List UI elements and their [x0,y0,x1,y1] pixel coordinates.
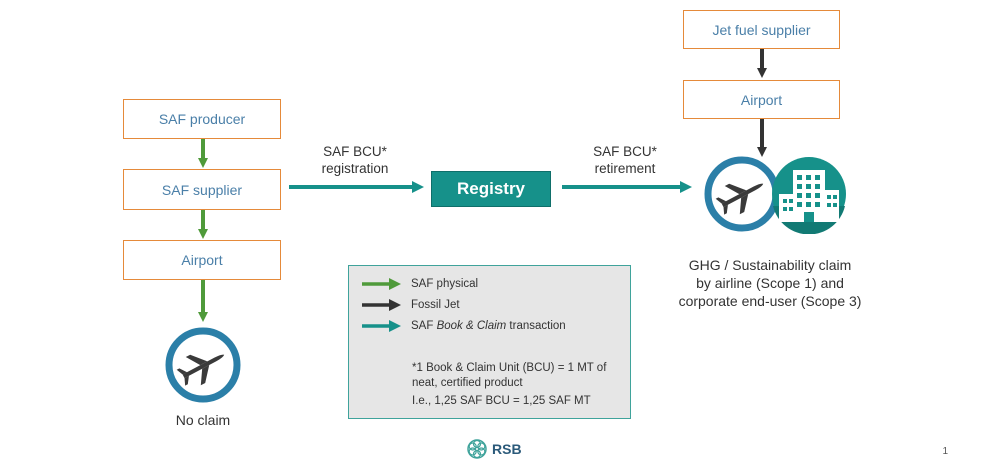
legend-note-line3: I.e., 1,25 SAF BCU = 1,25 SAF MT [412,395,591,407]
registry-box: Registry [431,171,551,207]
airport-left-box: Airport [123,240,281,280]
registration-label-line2: registration [321,161,389,176]
claim-line-3: corporate end-user (Scope 3) [678,293,862,309]
airport-right-box: Airport [683,80,840,119]
legend-saf-physical-label: SAF physical [411,278,479,290]
black-arrow-icon [362,299,401,311]
saf-supplier-box: SAF supplier [123,169,281,210]
retirement-label: SAF BCU* retirement [575,143,675,177]
saf-producer-box: SAF producer [123,99,281,139]
claim-text: GHG / Sustainability claim by airline (S… [660,256,880,310]
legend-saf-physical: SAF physical [361,276,478,292]
legend-fossil-jet: Fossil Jet [361,297,460,313]
rsb-logo-icon [467,439,487,459]
registration-label-line1: SAF BCU* [323,144,387,159]
rsb-logo: RSB [467,439,522,459]
claim-line-2: by airline (Scope 1) and [696,275,844,291]
legend-note-line2: neat, certified product [412,377,523,389]
jet-fuel-supplier-box: Jet fuel supplier [683,10,840,49]
legend-book-claim: SAF Book & Claim transaction [361,318,566,334]
retirement-label-line1: SAF BCU* [593,144,657,159]
page-number: 1 [942,446,948,457]
retirement-label-line2: retirement [594,161,656,176]
teal-arrow-icon [362,320,401,332]
airplane-icon [165,327,241,403]
rsb-logo-text: RSB [492,441,522,457]
legend-fossil-jet-label: Fossil Jet [411,299,460,311]
legend-book-claim-label: SAF Book & Claim transaction [411,320,566,332]
legend-note: *1 Book & Claim Unit (BCU) = 1 MT of nea… [412,361,606,409]
no-claim-label: No claim [175,412,231,428]
green-arrow-icon [362,278,401,290]
airplane-claim-icon [704,156,780,232]
building-icon [772,157,846,234]
claim-line-1: GHG / Sustainability claim [688,257,852,273]
legend-note-line1: *1 Book & Claim Unit (BCU) = 1 MT of [412,362,607,374]
legend-box: SAF physical Fossil Jet SAF Book & Claim… [348,265,631,419]
registration-label: SAF BCU* registration [305,143,405,177]
